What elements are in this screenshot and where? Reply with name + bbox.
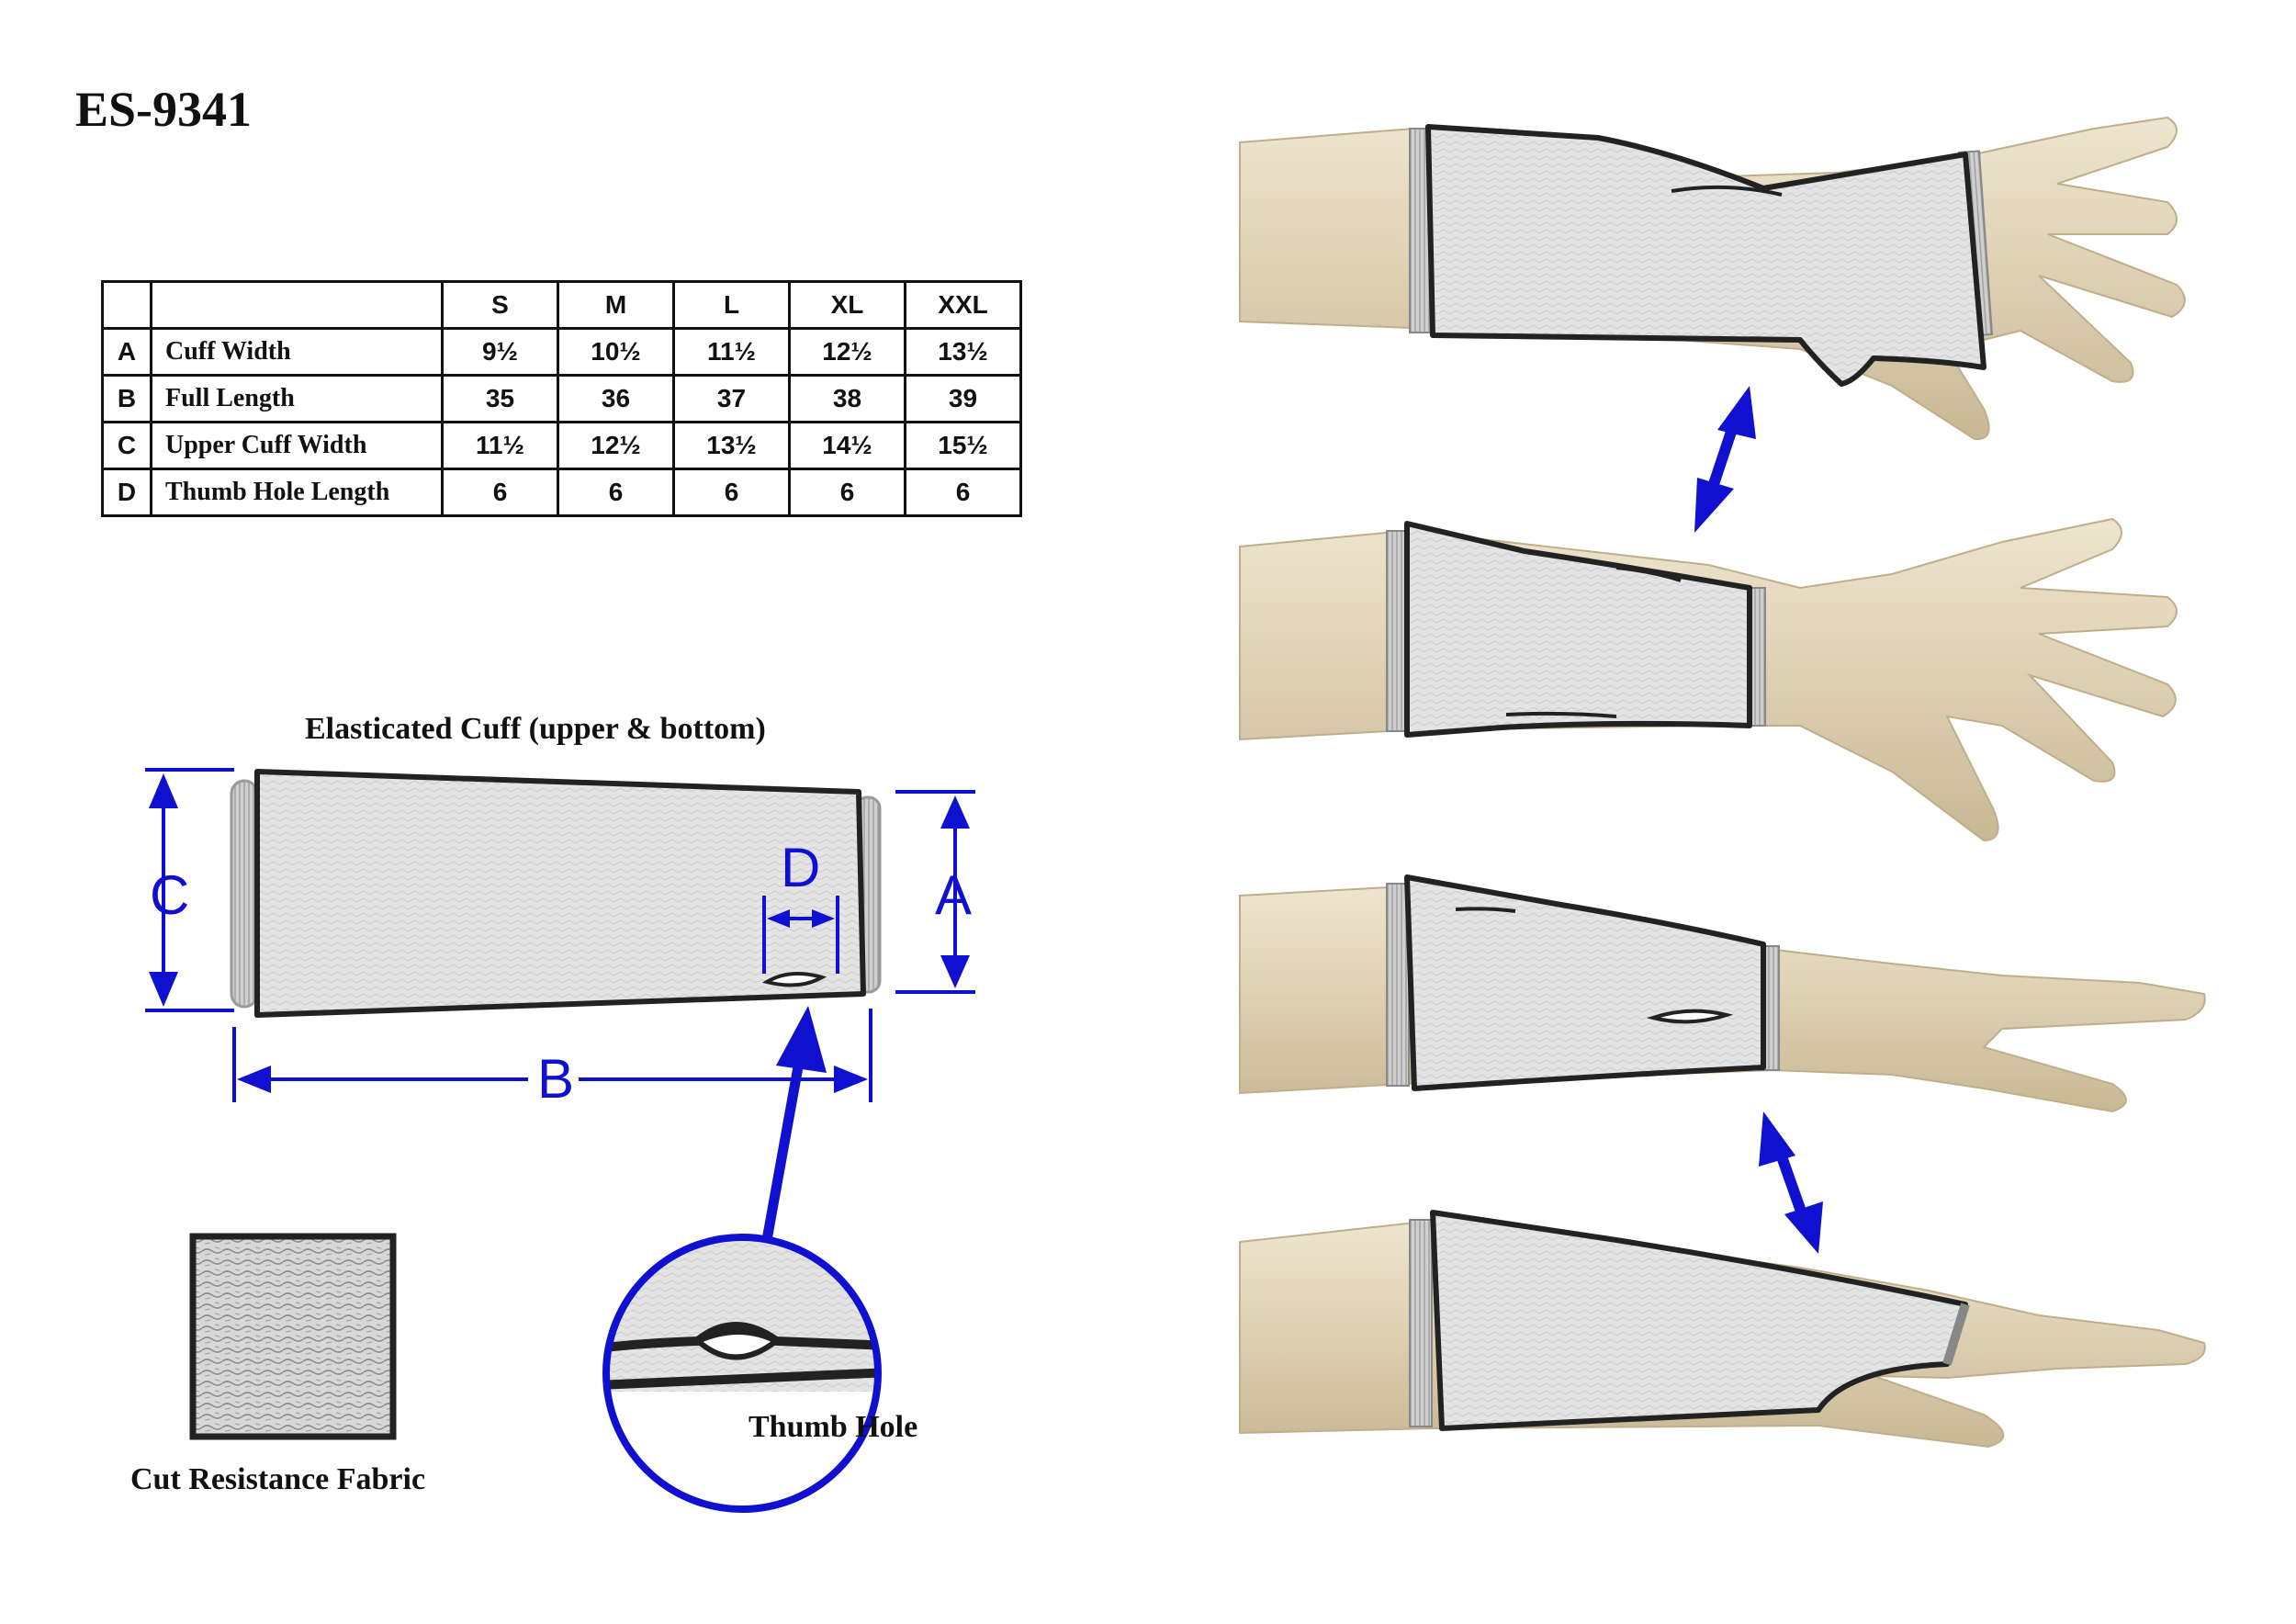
table-cell: 37	[672, 374, 791, 423]
dim-d-arrow-left	[767, 909, 790, 928]
row-key: D	[101, 468, 152, 517]
hand-illustration-1	[1239, 116, 2186, 441]
table-cell: 12½	[557, 421, 675, 470]
table-cell: 6	[441, 468, 559, 517]
dim-b-label: B	[537, 1048, 575, 1110]
table-cell: 39	[904, 374, 1022, 423]
row-label: Upper Cuff Width	[150, 421, 444, 470]
dim-c-arrow-bottom	[149, 972, 178, 1007]
thumb-hole-caption: Thumb Hole	[748, 1410, 918, 1444]
table-cell: 14½	[788, 421, 906, 470]
double-arrow-2-icon	[1759, 1111, 1823, 1254]
double-arrow-1-icon	[1694, 386, 1756, 533]
thumb-hole-magnifier	[602, 1234, 882, 1513]
row-label: Thumb Hole Length	[150, 468, 444, 517]
row-label: Full Length	[150, 374, 444, 423]
thumb-hole-slit	[761, 972, 827, 987]
table-cell: 36	[557, 374, 675, 423]
hand-illustration-2	[1239, 517, 2178, 842]
table-cell: 11½	[672, 327, 791, 377]
dim-b-arrow-left	[237, 1066, 271, 1093]
hand-illustration-3	[1239, 874, 2206, 1113]
cuff-caption: Elasticated Cuff (upper & bottom)	[305, 712, 766, 746]
table-cell: 10½	[557, 327, 675, 377]
table-row: A Cuff Width 9½ 10½ 11½ 12½ 13½	[101, 327, 1022, 377]
sleeve-body	[254, 769, 866, 1018]
table-cell: 13½	[904, 327, 1022, 377]
dim-d-arrow-right	[812, 909, 835, 928]
dim-a-arrow-bottom	[940, 955, 970, 988]
table-cell: 9½	[441, 327, 559, 377]
size-table: S M L XL XXL A Cuff Width 9½ 10½ 11½ 12½…	[101, 280, 1022, 517]
header-blank-key	[101, 280, 152, 330]
row-key: B	[101, 374, 152, 423]
table-cell: 6	[904, 468, 1022, 517]
magnifier-ring	[602, 1234, 882, 1513]
table-cell: 13½	[672, 421, 791, 470]
size-header-row: S M L XL XXL	[101, 280, 1022, 330]
row-key: C	[101, 421, 152, 470]
dimension-lines	[145, 768, 975, 1241]
table-cell: 12½	[788, 327, 906, 377]
table-cell: 6	[672, 468, 791, 517]
size-header: L	[672, 280, 791, 330]
product-code: ES-9341	[75, 82, 253, 137]
table-cell: 6	[788, 468, 906, 517]
size-header: XL	[788, 280, 906, 330]
table-row: B Full Length 35 36 37 38 39	[101, 374, 1022, 423]
table-cell: 38	[788, 374, 906, 423]
dim-d-label: D	[781, 837, 821, 898]
fabric-caption: Cut Resistance Fabric	[130, 1462, 426, 1496]
table-cell: 11½	[441, 421, 559, 470]
table-cell: 6	[557, 468, 675, 517]
table-row: C Upper Cuff Width 11½ 12½ 13½ 14½ 15½	[101, 421, 1022, 470]
row-label: Cuff Width	[150, 327, 444, 377]
size-header: M	[557, 280, 675, 330]
table-row: D Thumb Hole Length 6 6 6 6 6	[101, 468, 1022, 517]
hand-illustration-4	[1239, 1210, 2206, 1449]
size-header: S	[441, 280, 559, 330]
callout-arrow-head	[776, 1006, 827, 1073]
dim-c-arrow-top	[149, 773, 178, 808]
header-blank-label	[150, 280, 444, 330]
table-cell: 15½	[904, 421, 1022, 470]
upper-cuff-rib	[230, 779, 259, 1009]
dim-c-label: C	[150, 864, 190, 926]
dim-a-arrow-top	[940, 795, 970, 829]
dim-a-label: A	[935, 864, 973, 926]
callout-arrow-shaft	[761, 1051, 806, 1241]
table-cell: 35	[441, 374, 559, 423]
dim-b-arrow-right	[834, 1066, 868, 1093]
sleeve-flat-drawing	[230, 769, 882, 1018]
size-header: XXL	[904, 280, 1022, 330]
row-key: A	[101, 327, 152, 377]
fabric-swatch	[189, 1233, 397, 1440]
